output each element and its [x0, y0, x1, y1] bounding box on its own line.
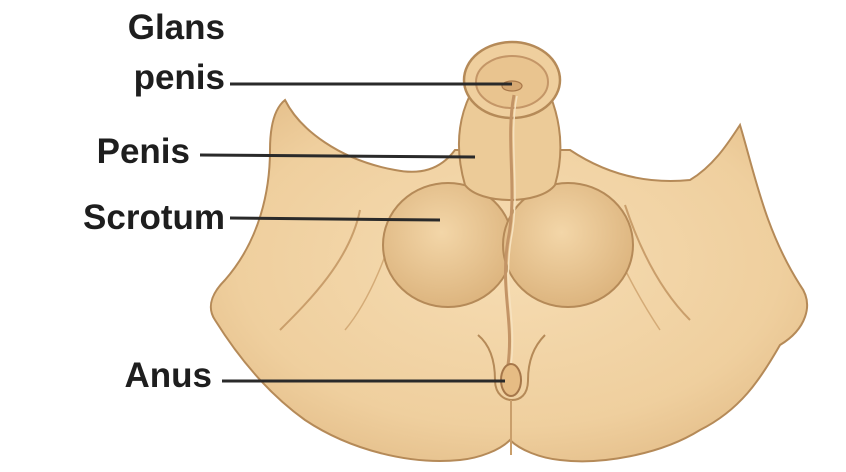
scrotum-left-lobe [383, 183, 513, 307]
scrotum-right-lobe [503, 183, 633, 307]
glans-label-line2: penis [60, 58, 225, 98]
scrotum-label: Scrotum [10, 198, 225, 238]
scrotum-leader [230, 218, 440, 220]
penis-label: Penis [20, 132, 190, 172]
penis-leader [200, 155, 475, 157]
glans-label-line1: Glans [60, 8, 225, 48]
anus-label: Anus [40, 356, 212, 396]
